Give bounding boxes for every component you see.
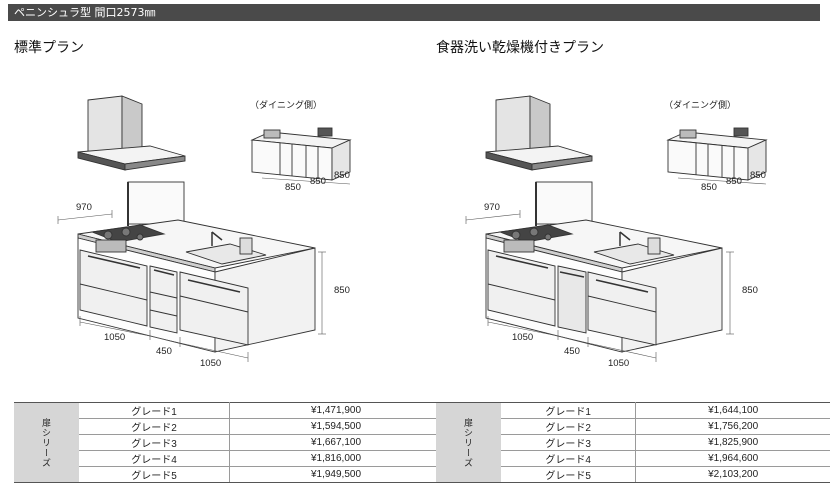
grade-cell: グレード3 — [501, 434, 637, 451]
dim-back1-dishwasher: 850 — [701, 182, 717, 193]
grade-cell: グレード4 — [79, 450, 230, 467]
table-row: グレード2 ¥1,756,200 — [436, 418, 830, 435]
dim-width3-standard: 1050 — [200, 358, 222, 369]
plan-title-standard: 標準プラン — [14, 40, 84, 56]
dining-side-label-dishwasher: （ダイニング側） — [664, 101, 737, 111]
dim-depth-standard: 970 — [76, 202, 92, 213]
price-cell: ¥1,756,200 — [635, 418, 830, 435]
dim-depth-dishwasher: 970 — [484, 202, 500, 213]
dim-width1-dishwasher: 1050 — [512, 332, 534, 343]
plan-title-dishwasher: 食器洗い乾燥機付きプラン — [436, 40, 604, 56]
table-row: 扉シリーズ グレード1 ¥1,471,900 — [14, 402, 442, 483]
grade-cell: グレード1 — [79, 402, 230, 419]
table-row: グレード5 ¥1,949,500 — [14, 466, 442, 483]
grade-cell: グレード2 — [501, 418, 637, 435]
dim-back2-standard: 850 — [310, 176, 326, 187]
price-table-standard: 扉シリーズ グレード1 ¥1,471,900 グレード2 ¥1,594,500 … — [14, 402, 442, 483]
page-header-bar: ペニンシュラ型 間口2573㎜ — [8, 4, 820, 21]
price-cell: ¥1,667,100 — [229, 434, 442, 451]
dim-back3-dishwasher: 850 — [750, 170, 766, 181]
dim-width3-dishwasher: 1050 — [608, 358, 630, 369]
dim-back3-standard: 850 — [334, 170, 350, 181]
price-table-dishwasher: 扉シリーズ グレード1 ¥1,644,100 グレード2 ¥1,756,200 … — [436, 402, 830, 483]
price-cell: ¥1,825,900 — [635, 434, 830, 451]
dim-height-standard: 850 — [334, 285, 350, 296]
table-row: グレード4 ¥1,816,000 — [14, 450, 442, 467]
price-cell: ¥1,594,500 — [229, 418, 442, 435]
dim-width2-standard: 450 — [156, 346, 172, 357]
dim-height-dishwasher: 850 — [742, 285, 758, 296]
table-row: グレード3 ¥1,825,900 — [436, 434, 830, 451]
table-row: 扉シリーズ グレード1 ¥1,644,100 — [436, 402, 830, 483]
dim-back2-dishwasher: 850 — [726, 176, 742, 187]
price-cell: ¥1,471,900 — [229, 402, 442, 419]
dim-width2-dishwasher: 450 — [564, 346, 580, 357]
dim-width1-standard: 1050 — [104, 332, 126, 343]
grade-cell: グレード1 — [501, 402, 637, 419]
dim-back1-standard: 850 — [285, 182, 301, 193]
price-cell: ¥1,644,100 — [635, 402, 830, 419]
page-header-title: ペニンシュラ型 間口2573㎜ — [14, 6, 156, 19]
table-row: グレード3 ¥1,667,100 — [14, 434, 442, 451]
price-cell: ¥1,964,600 — [635, 450, 830, 467]
table-row: グレード4 ¥1,964,600 — [436, 450, 830, 467]
grade-cell: グレード4 — [501, 450, 637, 467]
dining-side-label-standard: （ダイニング側） — [250, 101, 323, 111]
grade-cell: グレード5 — [501, 466, 637, 483]
door-series-label: 扉シリーズ — [436, 402, 501, 483]
door-series-label: 扉シリーズ — [14, 402, 79, 483]
grade-cell: グレード2 — [79, 418, 230, 435]
price-cell: ¥1,816,000 — [229, 450, 442, 467]
price-cell: ¥2,103,200 — [635, 466, 830, 483]
table-row: グレード2 ¥1,594,500 — [14, 418, 442, 435]
grade-cell: グレード3 — [79, 434, 230, 451]
